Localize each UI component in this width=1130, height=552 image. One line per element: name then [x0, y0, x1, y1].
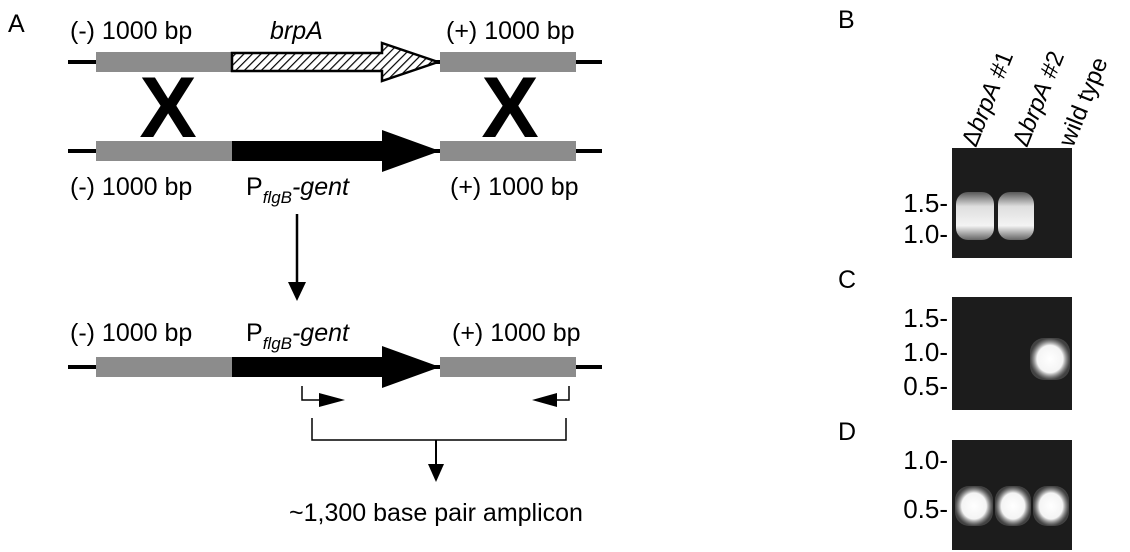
gel-b-ladder-2: 1.0-	[903, 219, 948, 249]
top-right-label: (+) 1000 bp	[446, 17, 575, 45]
bottom-gene-sub: flgB	[263, 334, 292, 353]
reverse-primer	[532, 386, 570, 407]
middle-gene-sub: flgB	[263, 188, 292, 207]
gel-b-band-lane2	[998, 192, 1034, 240]
gel-b: 1.5- 1.0-	[903, 148, 1072, 258]
middle-construct: (-) 1000 bp PflgB-gent (+) 1000 bp	[68, 130, 602, 207]
left-crossover: X	[139, 60, 196, 156]
bottom-construct: (-) 1000 bp PflgB-gent (+) 1000 bp	[68, 319, 602, 388]
middle-left-label: (-) 1000 bp	[70, 173, 192, 201]
top-right-homology	[440, 52, 576, 72]
lane-labels: ΔbrpA #1 ΔbrpA #2 wild type	[957, 47, 1114, 151]
gel-b-ladder-1: 1.5-	[903, 188, 948, 218]
gent-cassette-arrow	[232, 130, 440, 172]
top-left-homology	[96, 52, 232, 72]
forward-primer	[301, 386, 345, 407]
panel-label-a: A	[8, 10, 25, 38]
gel-c-band-lane3	[1030, 338, 1070, 380]
right-crossover: X	[481, 60, 538, 156]
middle-right-label: (+) 1000 bp	[450, 173, 579, 201]
amplicon-arrowhead	[428, 464, 444, 482]
bottom-right-label: (+) 1000 bp	[452, 319, 581, 347]
recombination-arrowhead	[288, 282, 306, 301]
gel-c-ladder-1: 1.5-	[903, 303, 948, 333]
gel-b-band-lane1	[956, 192, 994, 240]
bottom-left-label: (-) 1000 bp	[70, 319, 192, 347]
top-gene-label: brpA	[270, 17, 323, 45]
panel-label-d: D	[838, 418, 856, 446]
amplicon-label: ~1,300 base pair amplicon	[289, 499, 583, 527]
panel-label-c: C	[838, 266, 856, 294]
bottom-right-homology	[440, 357, 576, 377]
bottom-gene-suffix: -gent	[292, 319, 350, 347]
bottom-left-homology	[96, 357, 232, 377]
middle-gene-prefix: P	[246, 173, 263, 201]
gel-b-bands	[956, 192, 1034, 240]
bottom-gene-label: PflgB-gent	[246, 319, 350, 353]
gel-c-ladder-3: 0.5-	[903, 371, 948, 401]
panel-label-b: B	[838, 6, 855, 34]
top-construct: (-) 1000 bp brpA (+) 1000 bp	[68, 17, 602, 83]
top-left-label: (-) 1000 bp	[70, 17, 192, 45]
bottom-gene-prefix: P	[246, 319, 263, 347]
middle-right-homology	[440, 141, 576, 161]
gel-d-ladder-2: 0.5-	[903, 494, 948, 524]
amplicon-bracket	[311, 418, 567, 441]
gel-c-ladder-2: 1.0-	[903, 337, 948, 367]
gel-c: 1.5- 1.0- 0.5-	[903, 297, 1072, 410]
gel-d-band-lane2	[995, 486, 1031, 526]
middle-left-homology	[96, 141, 232, 161]
gel-d-band-lane3	[1033, 486, 1069, 526]
gel-d-band-lane1	[955, 486, 993, 526]
gel-d: 1.0- 0.5-	[903, 440, 1072, 550]
bottom-gent-cassette-arrow	[232, 346, 440, 388]
middle-gene-suffix: -gent	[292, 173, 350, 201]
brpa-gene-arrow	[230, 41, 442, 83]
gel-d-ladder-1: 1.0-	[903, 445, 948, 475]
middle-gene-label: PflgB-gent	[246, 173, 350, 207]
